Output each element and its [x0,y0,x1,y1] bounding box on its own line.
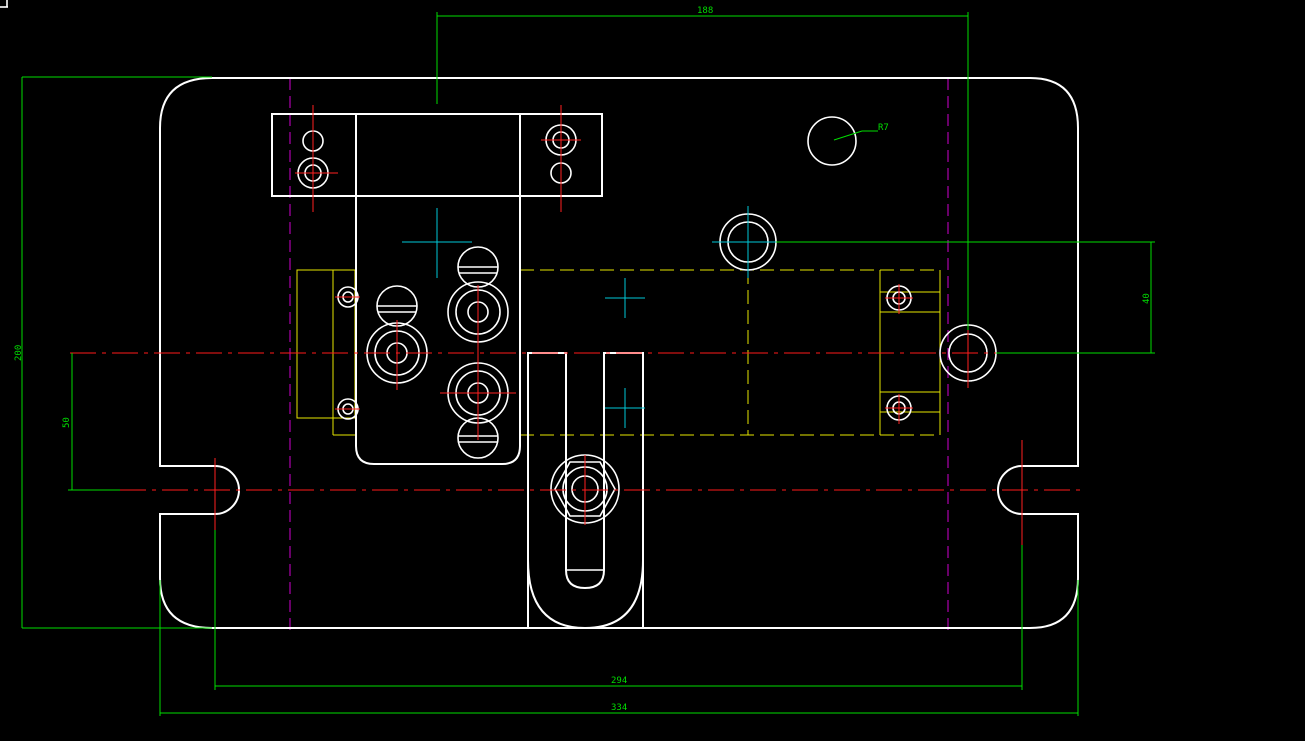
u-slot-guide [527,352,644,630]
dimension-left-offset: 50 [62,353,120,491]
hole-r7 [807,116,857,166]
point-markers [402,206,784,428]
dim-text-left-height: 200 [14,345,24,361]
base-plate-outline [159,77,1079,629]
dim-text-top: 188 [697,6,713,16]
hidden-lines [289,78,949,630]
dimension-bottom-inner: 294 [214,530,1023,690]
dim-text-radius: R7 [878,123,889,133]
dimension-left-height: 200 [14,76,212,629]
dimension-top: 188 [436,6,969,330]
centerlines [70,105,1150,545]
top-clamp-bar [271,113,603,197]
dim-text-left-offset: 50 [62,417,72,428]
dim-text-bottom-inner: 294 [611,676,627,686]
dimension-right-offset: 40 [776,241,1155,354]
clamp-arm [355,114,521,465]
dim-text-bottom-overall: 334 [611,703,627,713]
dim-text-right-offset: 40 [1142,293,1152,304]
dimension-bottom-overall: 334 [159,580,1079,716]
dimension-radius: R7 [833,123,889,141]
ucs-icon [0,0,8,8]
